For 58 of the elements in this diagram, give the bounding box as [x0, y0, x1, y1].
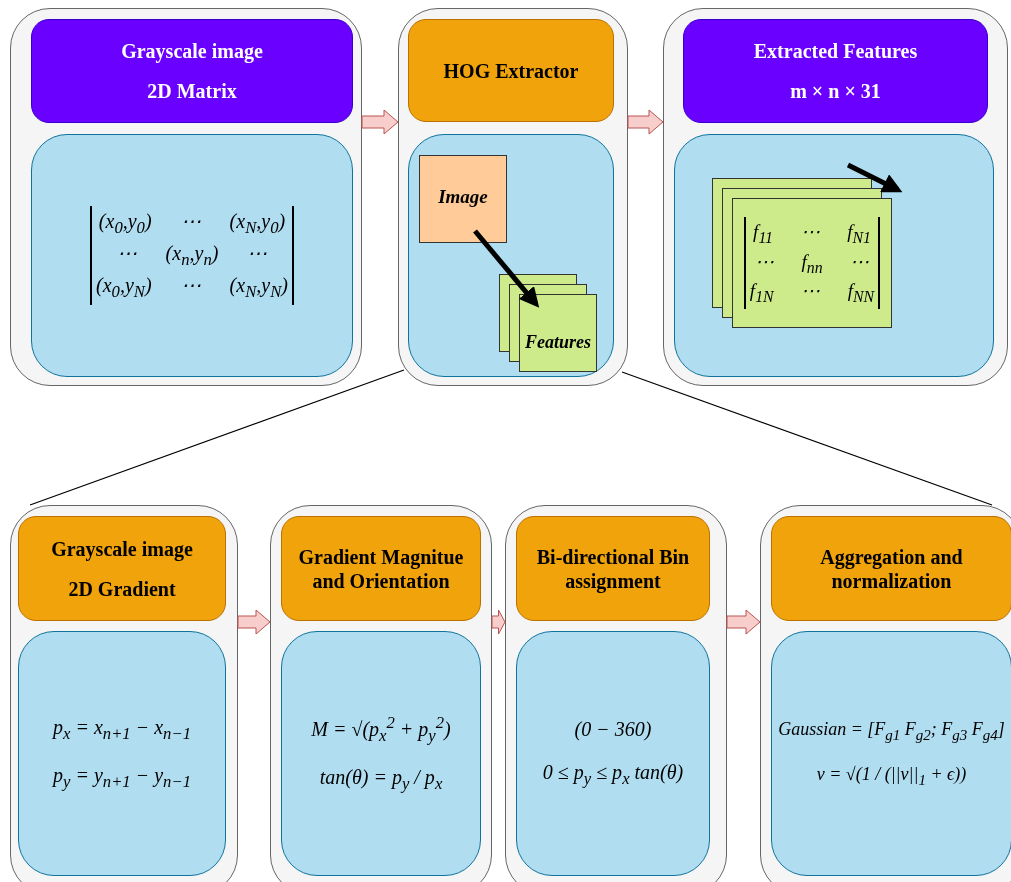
header-text: Grayscale image [121, 39, 263, 63]
header-box [683, 19, 988, 123]
feature-matrix-stack [712, 178, 892, 328]
formula: v = √(1 / (||v||$_{1}$ + ϵ)) [816, 763, 967, 789]
formula: p$_{x}$ = x$_{n+1}$ − x$_{n−1}$ [53, 715, 191, 744]
matrix-row: f$_{1N}$ ⋯ f$_{NN}$ [749, 279, 875, 307]
formula: p$_{y}$ = y$_{n+1}$ − y$_{n−1}$ [53, 763, 191, 792]
content-box [516, 631, 710, 876]
header-text: Grayscale image [51, 536, 193, 561]
formula: (0 − 360) [574, 718, 652, 741]
label-text: Features [525, 332, 591, 353]
formula: M = √(p$_{x}$$^{2}$ + p$_{y}$$^{2}$) [311, 713, 451, 746]
panel-card [505, 505, 727, 882]
block-arrow [491, 609, 506, 635]
header-box [771, 516, 1011, 621]
content-box [674, 134, 994, 377]
header-text: Bi-directional Bin assignment [535, 544, 691, 593]
matrix-row-text: f$_{11}$ ⋯ f$_{N1}$ [752, 219, 872, 247]
header-box [18, 516, 226, 621]
content-box [31, 134, 353, 377]
matrix-row-text: (x$_{0}$,y$_{0}$) ⋯ (x$_{N}$,y$_{0}$) [97, 209, 287, 238]
header-text: Aggregation and normalization [819, 544, 964, 593]
connector-line [29, 369, 405, 506]
header-box [408, 19, 614, 122]
header-box [516, 516, 710, 621]
block-arrow [627, 109, 664, 135]
feature-sheet-stack [499, 274, 597, 372]
formula: tan(θ) = p$_{y}$ / p$_{x}$ [319, 765, 443, 794]
header-text: Gradient Magnitue and Orientation [297, 544, 465, 593]
header-text: Extracted Features [753, 39, 918, 63]
block-arrow [237, 609, 271, 635]
formula: 0 ≤ p$_{y}$ ≤ p$_{x}$ tan(θ) [542, 761, 684, 789]
panel-card [663, 8, 1008, 386]
block-arrow [361, 109, 399, 135]
label-text: Image [438, 186, 488, 208]
panel-card [10, 8, 362, 386]
header-box [31, 19, 353, 123]
header-text: 2D Matrix [147, 79, 237, 103]
arrow [473, 229, 540, 308]
matrix-row-text: ⋯ (x$_{n}$,y$_{n}$) ⋯ [115, 241, 269, 270]
content-box [771, 631, 1011, 876]
header-text: HOG Extractor [443, 58, 579, 83]
connector-line [621, 371, 993, 506]
panel-card [270, 505, 492, 882]
image-box [419, 155, 507, 243]
matrix-row-text: ⋯ f$_{nn}$ ⋯ [753, 249, 871, 277]
panel-card [10, 505, 238, 882]
content-box [18, 631, 226, 876]
header-text: 2D Gradient [68, 576, 176, 601]
content-box [408, 134, 614, 377]
panel-card [760, 505, 1011, 882]
header-box [281, 516, 481, 621]
matrix-row: (x$_{0}$,y$_{N}$) ⋯ (x$_{N}$,y$_{N}$) [96, 273, 288, 302]
block-arrow [726, 609, 761, 635]
formula: Gaussian = [F$_{g1}$ F$_{g2}$; F$_{g3}$ F$_{g4}$] [778, 718, 1005, 744]
panel-card [398, 8, 628, 386]
content-box [281, 631, 481, 876]
header-text: m × n × 31 [790, 79, 881, 103]
